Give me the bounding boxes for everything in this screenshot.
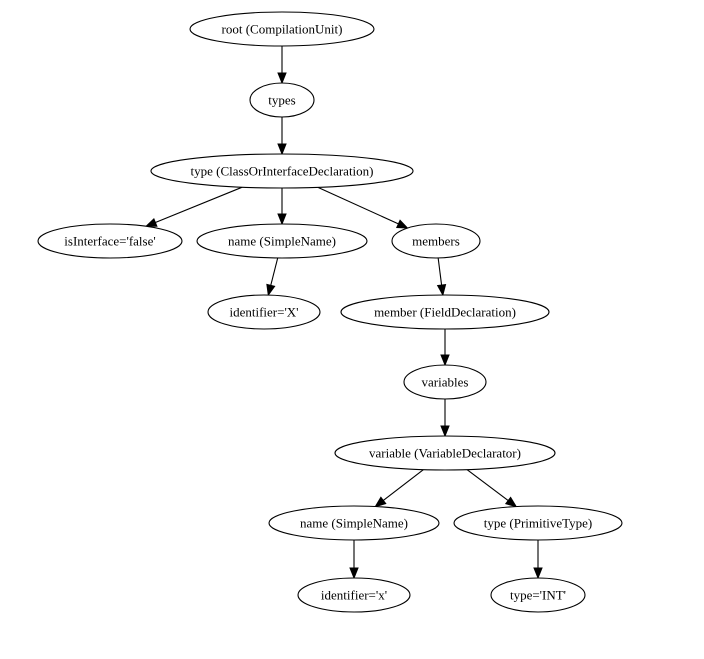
arrowhead	[440, 354, 450, 367]
node-label: isInterface='false'	[64, 234, 155, 249]
arrowhead	[436, 283, 447, 297]
node-identifierx: identifier='x'	[297, 577, 411, 613]
node-label: type='INT'	[510, 588, 566, 603]
edge-name1-to-identifierX	[266, 257, 279, 297]
edge-members-to-member	[436, 257, 447, 297]
node-label: types	[268, 93, 295, 108]
node-root: root (CompilationUnit)	[189, 11, 375, 47]
edges	[144, 46, 543, 580]
node-typePrim: type (PrimitiveType)	[453, 505, 623, 541]
edge-line	[437, 257, 443, 286]
arrowhead	[374, 496, 387, 508]
node-isInterface: isInterface='false'	[37, 223, 183, 259]
arrowhead	[533, 567, 543, 580]
node-variables: variables	[403, 364, 487, 400]
node-label: name (SimpleName)	[300, 516, 408, 531]
node-label: variables	[422, 375, 469, 390]
edge-name2-to-identifierx	[349, 540, 359, 580]
node-label: member (FieldDeclaration)	[374, 305, 516, 320]
edge-line	[466, 469, 509, 502]
node-label: type (PrimitiveType)	[484, 516, 592, 531]
edge-root-to-types	[277, 46, 287, 85]
node-member: member (FieldDeclaration)	[340, 294, 550, 330]
node-label: identifier='x'	[321, 588, 387, 603]
node-ellipse	[340, 294, 550, 330]
edge-type-to-isInterface	[144, 186, 243, 227]
node-ellipse	[249, 82, 315, 118]
edge-member-to-variables	[440, 329, 450, 367]
arrowhead	[440, 425, 450, 438]
node-ellipse	[490, 577, 586, 613]
node-ellipse	[37, 223, 183, 259]
node-variable: variable (VariableDeclarator)	[334, 435, 556, 471]
node-typeInt: type='INT'	[490, 577, 586, 613]
node-label: variable (VariableDeclarator)	[369, 446, 521, 461]
edge-line	[382, 469, 424, 501]
node-members: members	[391, 223, 481, 259]
node-label: identifier='X'	[229, 305, 298, 320]
node-name1: name (SimpleName)	[196, 223, 368, 259]
arrowhead	[395, 219, 409, 229]
node-ellipse	[207, 294, 321, 330]
node-name2: name (SimpleName)	[268, 505, 440, 541]
edge-type-to-members	[317, 186, 409, 229]
edge-line	[317, 186, 399, 225]
node-types: types	[249, 82, 315, 118]
nodes: root (CompilationUnit) types type (ClassOr…	[37, 11, 623, 613]
edge-types-to-type	[277, 117, 287, 156]
node-type: type (ClassOrInterfaceDeclaration)	[150, 153, 414, 189]
arrowhead	[277, 143, 287, 156]
arrowhead	[277, 213, 287, 226]
edge-variables-to-variable	[440, 399, 450, 438]
node-label: type (ClassOrInterfaceDeclaration)	[191, 164, 374, 179]
node-ellipse	[403, 364, 487, 400]
node-label: name (SimpleName)	[228, 234, 336, 249]
edge-line	[155, 186, 243, 224]
edge-line	[270, 257, 279, 286]
edge-variable-to-typePrim	[466, 469, 518, 508]
edge-variable-to-name2	[374, 469, 424, 508]
arrowhead	[277, 72, 287, 85]
arrowhead	[349, 567, 359, 580]
node-ellipse	[189, 11, 375, 47]
edge-typePrim-to-typeInt	[533, 540, 543, 580]
node-label: root (CompilationUnit)	[222, 22, 343, 37]
arrowhead	[266, 283, 276, 297]
node-ellipse	[268, 505, 440, 541]
node-ellipse	[297, 577, 411, 613]
arrowhead	[504, 496, 518, 508]
edge-type-to-name1	[277, 188, 287, 226]
node-label: members	[412, 234, 460, 249]
node-ellipse	[196, 223, 368, 259]
node-ellipse	[391, 223, 481, 259]
node-ellipse	[150, 153, 414, 189]
node-identifierX: identifier='X'	[207, 294, 321, 330]
arrowhead	[144, 217, 158, 227]
node-ellipse	[453, 505, 623, 541]
node-ellipse	[334, 435, 556, 471]
